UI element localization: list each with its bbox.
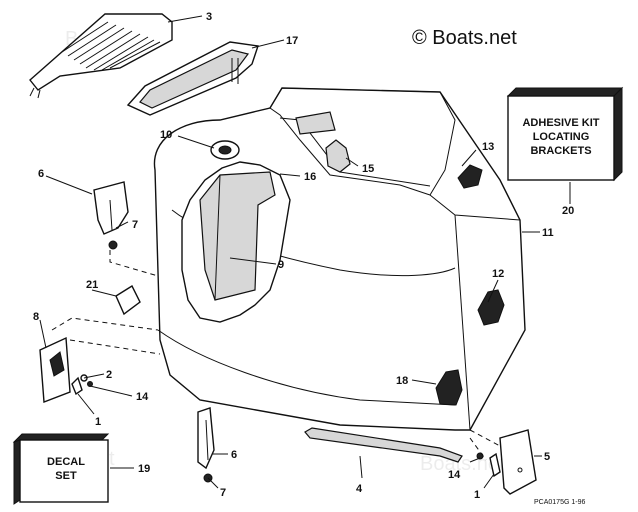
part-13-latch (457, 164, 483, 189)
label-18: 18 (396, 375, 408, 387)
label-10: 10 (160, 129, 172, 141)
part-6-bracket-upper (93, 181, 129, 235)
assembly-dash-lines (51, 250, 501, 461)
part-19-decal-set: DECAL SET (12, 433, 110, 505)
label-13: 13 (482, 141, 494, 153)
label-2: 2 (106, 369, 112, 381)
label-7: 7 (132, 219, 138, 231)
part-5-plate (499, 429, 537, 495)
part-21-patch (115, 284, 141, 316)
part-17-top-panel (126, 41, 259, 116)
label-20: 20 (562, 205, 574, 217)
label-21: 21 (86, 279, 98, 291)
label-3: 3 (206, 11, 212, 23)
part-8-plate (39, 336, 71, 403)
part-7-screw-upper (108, 240, 118, 250)
part-1-clip-right (489, 452, 501, 478)
adhesive-line-2: LOCATING (533, 131, 590, 143)
part-15-bracket (325, 139, 351, 173)
part-1-clip-left (71, 376, 83, 396)
part-9-inner-liner (181, 161, 291, 323)
part-14-screw-left (87, 381, 93, 387)
label-1-right: 1 (474, 489, 480, 501)
label-17: 17 (286, 35, 298, 47)
label-7-lower: 7 (220, 487, 226, 499)
label-11: 11 (542, 227, 554, 239)
decal-line-2: SET (55, 470, 77, 482)
watermark: Boats.net (420, 453, 505, 475)
drawing-code: PCA0175G 1-96 (534, 499, 585, 506)
label-1: 1 (95, 416, 101, 428)
part-6-bracket-lower (197, 407, 215, 470)
leader-lines (39, 15, 571, 489)
adhesive-line-3: BRACKETS (530, 145, 591, 157)
label-14: 14 (136, 391, 149, 403)
copyright-text: © Boats.net (412, 27, 517, 49)
part-10-cap (210, 140, 240, 160)
label-16: 16 (304, 171, 316, 183)
label-6-lower: 6 (231, 449, 237, 461)
label-8: 8 (33, 311, 39, 323)
label-15: 15 (362, 163, 374, 175)
label-14-right: 14 (448, 469, 461, 481)
part-4-trim-strip (304, 427, 463, 463)
part-18-latch (435, 369, 463, 406)
label-4: 4 (356, 483, 363, 495)
adhesive-line-1: ADHESIVE KIT (522, 117, 599, 129)
label-5: 5 (544, 451, 550, 463)
part-3-vent-cover (29, 13, 173, 99)
part-20-adhesive-kit: ADHESIVE KIT LOCATING BRACKETS (506, 86, 624, 182)
label-6: 6 (38, 168, 44, 180)
part-12-latch (477, 289, 505, 326)
label-9: 9 (278, 259, 284, 271)
label-19: 19 (138, 463, 150, 475)
decal-line-1: DECAL (47, 456, 85, 468)
label-12: 12 (492, 268, 504, 280)
